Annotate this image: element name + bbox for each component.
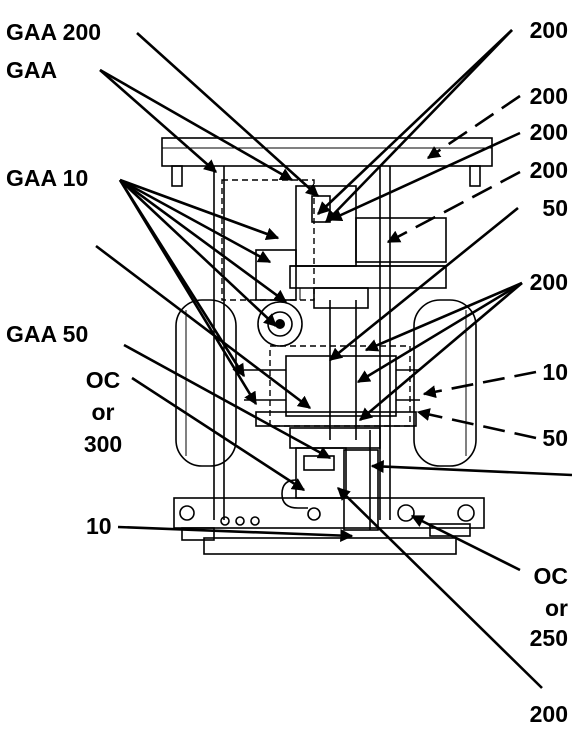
label-oc-250-or: or <box>545 595 568 621</box>
leader-oc-300 <box>131 376 306 492</box>
upper-housing <box>221 179 315 301</box>
leader-oc-250 <box>410 514 521 572</box>
leader-gaa-2 <box>99 68 294 182</box>
leader-gaa-10-4 <box>119 179 277 327</box>
right-tank <box>413 299 477 467</box>
base-frame <box>173 497 485 529</box>
leader-r-50-2 <box>416 408 537 440</box>
leader-bottom-200 <box>337 487 543 689</box>
label-r-200-5: 200 <box>530 269 568 295</box>
leader-r-200-5a <box>364 281 523 352</box>
leader-gaa-10-1 <box>119 178 280 241</box>
label-r-200-4: 200 <box>530 157 568 183</box>
label-r-50-1: 50 <box>542 195 568 221</box>
leader-gaa-50 <box>123 343 332 460</box>
base-plate <box>203 537 457 555</box>
machine-illustration <box>161 137 493 555</box>
label-oc-300-oc: OC <box>86 367 121 393</box>
label-r-200-1: 200 <box>530 17 568 43</box>
label-r-10: 10 <box>542 359 568 385</box>
upper-gearbox <box>295 185 357 267</box>
label-oc-250-num: 250 <box>530 625 568 651</box>
label-gaa-50: GAA 50 <box>6 321 88 347</box>
leader-r-200-4 <box>386 170 521 244</box>
leader-gaa-1 <box>99 69 217 173</box>
label-r-200-2: 200 <box>530 83 568 109</box>
label-gaa: GAA <box>6 57 57 83</box>
label-oc-300-num: 300 <box>84 431 122 457</box>
leader-r-200-1b <box>325 29 513 223</box>
label-gaa-10: GAA 10 <box>6 165 88 191</box>
top-platform <box>161 137 493 167</box>
leader-gaa-200 <box>136 32 319 197</box>
leader-r-200-5c <box>359 282 523 421</box>
leader-r-lower <box>370 460 572 477</box>
leader-gaa-10-2 <box>119 178 272 264</box>
label-oc-300-or: or <box>92 399 115 425</box>
label-r-50-2: 50 <box>542 425 568 451</box>
leader-r-200-2 <box>426 94 521 160</box>
left-tank <box>175 299 237 467</box>
label-10-left: 10 <box>86 513 112 539</box>
leader-r-200-5b <box>356 281 523 384</box>
label-r-200-3: 200 <box>530 119 568 145</box>
leader-r-10 <box>422 370 537 399</box>
label-gaa-200: GAA 200 <box>6 19 101 45</box>
leader-r-200-3 <box>328 131 521 222</box>
leader-10-left <box>117 525 354 543</box>
right-bracket <box>355 217 447 263</box>
leader-left-diagonal <box>95 244 312 410</box>
leader-r-200-1a <box>317 29 513 215</box>
label-oc-250-oc: OC <box>534 563 569 589</box>
leader-gaa-10-6 <box>118 179 258 406</box>
label-bottom-200: 200 <box>530 701 568 727</box>
leader-gaa-10-3 <box>119 178 288 304</box>
leader-lines <box>95 29 572 689</box>
callout-labels: GAA 200 GAA GAA 10 GAA 50 OC or 300 10 2… <box>6 17 568 727</box>
leader-r-50-1 <box>328 206 519 362</box>
